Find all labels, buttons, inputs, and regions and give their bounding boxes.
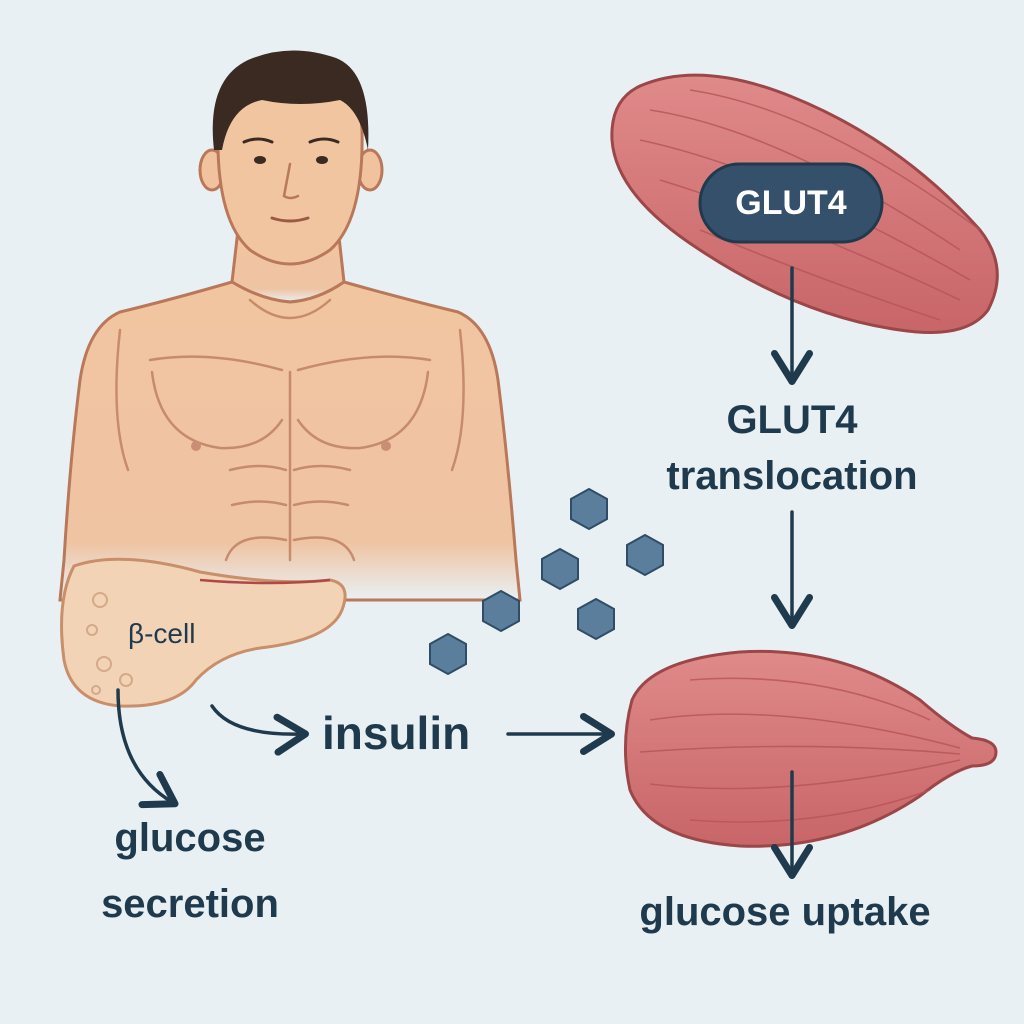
glucose-hexagon-icon: [570, 487, 608, 531]
glucose-secretion-line1: glucose: [114, 816, 266, 860]
glucose-hexagon-icon: [429, 632, 467, 676]
glucose-hexagon-icon: [482, 589, 520, 633]
pancreas-icon: [60, 557, 347, 708]
arrow-icon: [210, 704, 309, 756]
glucose-hexagon-icon: [577, 597, 615, 641]
human-torso-icon: [58, 50, 522, 602]
arrow-icon: [116, 688, 179, 809]
glut4-badge: [698, 162, 884, 244]
glucose-hexagon-icon: [541, 547, 579, 591]
muscle-cell-bottom-icon: [624, 649, 998, 848]
glut4-translocation-line2: translocation: [666, 454, 918, 498]
glut4-translocation-line1: GLUT4: [726, 398, 858, 442]
glucose-hexagons: [429, 487, 664, 676]
insulin-label: insulin: [322, 707, 471, 759]
glucose-uptake-label: glucose uptake: [639, 890, 931, 934]
glut4-badge-label: GLUT4: [735, 184, 847, 222]
glucose-hexagon-icon: [626, 533, 664, 577]
glucose-secretion-line2: secretion: [101, 882, 279, 926]
beta-cell-label: β-cell: [128, 618, 196, 649]
